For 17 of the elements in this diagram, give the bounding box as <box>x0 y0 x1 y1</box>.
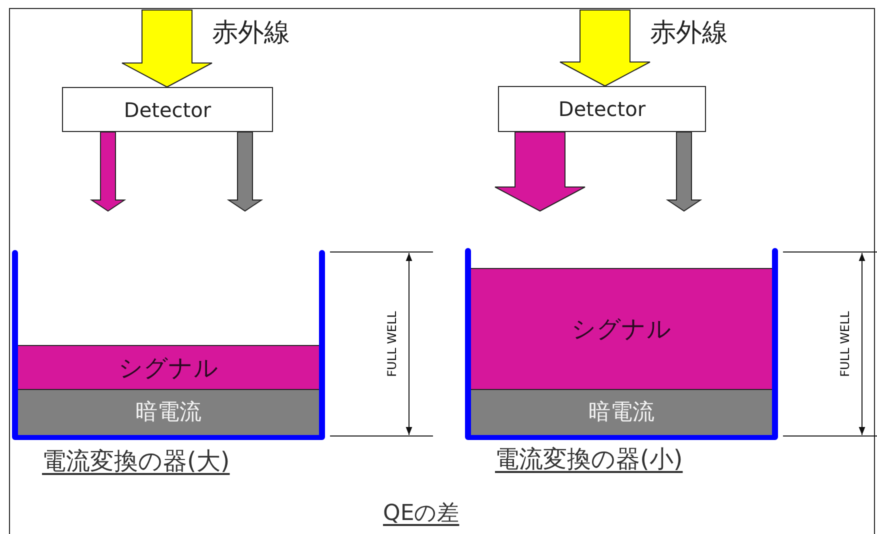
block-arrow <box>226 132 264 212</box>
dimension-label: FULL WELL <box>838 311 852 377</box>
container-caption: 電流変換の器(大) <box>42 446 230 476</box>
block-arrow <box>122 10 212 88</box>
dark-current-layer: 暗電流 <box>18 389 319 435</box>
caption: QEの差 <box>383 500 460 528</box>
signal-layer: シグナル <box>18 345 319 389</box>
dark-current-layer: 暗電流 <box>471 389 772 435</box>
block-arrow <box>666 132 702 212</box>
dimension-label: FULL WELL <box>385 311 399 377</box>
detector-box: Detector <box>498 86 706 132</box>
signal-layer: シグナル <box>471 268 772 389</box>
block-arrow <box>494 132 586 212</box>
detector-box: Detector <box>62 87 273 132</box>
block-arrow <box>90 132 126 212</box>
container-caption: 電流変換の器(小) <box>495 444 683 474</box>
block-arrow <box>560 10 650 87</box>
